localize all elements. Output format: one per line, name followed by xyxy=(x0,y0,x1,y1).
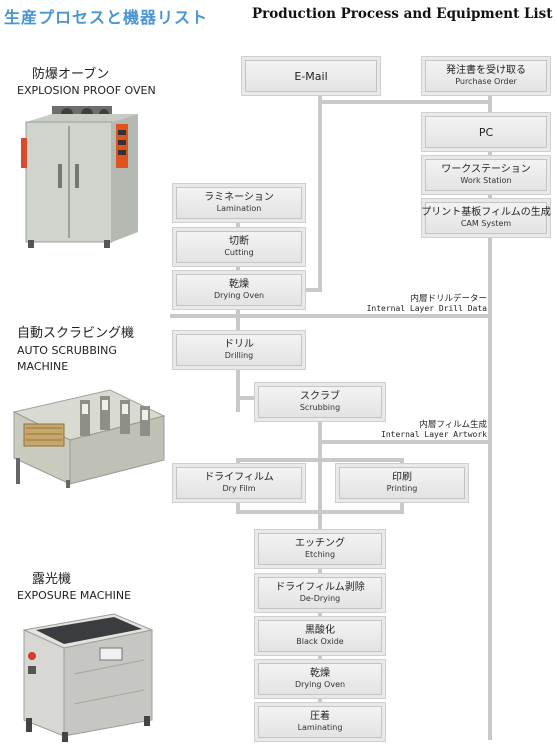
annotation-drill-data-en: Internal Layer Drill Data xyxy=(366,304,487,313)
section-scrubbing-title-en-2: MACHINE xyxy=(17,360,69,373)
page-title-jp: 生産プロセスと機器リスト xyxy=(4,8,209,27)
step-workstation-en: Work Station xyxy=(460,176,512,185)
step-purchase-order-en: Purchase Order xyxy=(455,77,517,86)
step-lamination-en: Lamination xyxy=(216,204,262,213)
step-cutting-jp: 切断 xyxy=(229,236,249,247)
page-title-en: Production Process and Equipment List xyxy=(252,6,553,22)
connector-line xyxy=(318,100,492,104)
connector-line xyxy=(236,458,404,462)
step-workstation-jp: ワークステーション xyxy=(441,164,531,175)
auto-scrubbing-machine-image xyxy=(12,389,166,488)
step-purchase-order-jp: 発注書を受け取る xyxy=(446,65,526,76)
step-black-oxide-en: Black Oxide xyxy=(296,637,344,646)
step-drying-oven-1-en: Drying Oven xyxy=(213,291,265,300)
step-printing-jp: 印刷 xyxy=(392,472,412,483)
annotation-artwork: 内層フィルム生成 Internal Layer Artwork xyxy=(381,420,487,440)
connector-line xyxy=(488,92,492,740)
section-exposure-title-en: EXPOSURE MACHINE xyxy=(17,589,132,602)
step-cam-system-en: CAM System xyxy=(460,219,512,228)
step-drilling-jp: ドリル xyxy=(224,339,254,350)
annotation-drill-data: 内層ドリルデーター Internal Layer Drill Data xyxy=(367,294,487,314)
connector-line xyxy=(236,510,404,514)
step-cutting-en: Cutting xyxy=(224,248,254,257)
step-dry-film-jp: ドライフィルム xyxy=(204,472,274,483)
section-oven-title-en: EXPLOSION PROOF OVEN xyxy=(17,84,156,97)
step-de-drying-jp: ドライフィルム剥除 xyxy=(275,582,365,593)
step-drying-oven-1-jp: 乾燥 xyxy=(229,279,249,290)
exposure-machine-image xyxy=(22,613,154,742)
step-black-oxide-jp: 黒酸化 xyxy=(305,625,335,636)
section-oven-title-jp: 防爆オーブン xyxy=(32,67,110,82)
step-lamination-jp: ラミネーション xyxy=(204,192,274,203)
section-scrubbing-title-jp: 自動スクラビング機 xyxy=(17,326,135,341)
connector-line xyxy=(170,314,492,318)
annotation-drill-data-jp: 内層ドリルデーター xyxy=(410,294,487,304)
step-laminating-jp: 圧着 xyxy=(310,711,330,722)
step-pc-label: PC xyxy=(478,125,494,139)
step-printing-en: Printing xyxy=(386,484,418,493)
step-laminating-en: Laminating xyxy=(297,723,343,732)
step-dry-film-en: Dry Film xyxy=(222,484,256,493)
step-drilling-en: Drilling xyxy=(224,351,254,360)
annotation-artwork-en: Internal Layer Artwork xyxy=(381,430,487,439)
step-etching-en: Etching xyxy=(304,550,336,559)
connector-line xyxy=(318,92,322,292)
section-scrubbing-title-en-1: AUTO SCRUBBING xyxy=(17,344,117,357)
step-etching-jp: エッチング xyxy=(295,538,345,549)
step-cam-system-jp: プリント基板フィルムの生成 xyxy=(421,207,551,218)
connector-line xyxy=(318,440,492,444)
step-drying-oven-2-en: Drying Oven xyxy=(294,680,346,689)
step-email: E-Mail xyxy=(241,56,381,96)
annotation-artwork-jp: 内層フィルム生成 xyxy=(419,420,487,430)
step-email-label: E-Mail xyxy=(294,69,328,83)
explosion-proof-oven-image xyxy=(21,106,138,248)
step-de-drying-en: De-Drying xyxy=(299,594,341,603)
step-drying-oven-2-jp: 乾燥 xyxy=(310,668,330,679)
connector-line xyxy=(318,396,322,538)
step-scrubbing-jp: スクラブ xyxy=(300,391,340,402)
section-exposure-title-jp: 露光機 xyxy=(32,572,72,587)
step-pc: PC xyxy=(421,112,551,152)
connector-line xyxy=(236,212,240,412)
step-scrubbing-en: Scrubbing xyxy=(299,403,341,412)
